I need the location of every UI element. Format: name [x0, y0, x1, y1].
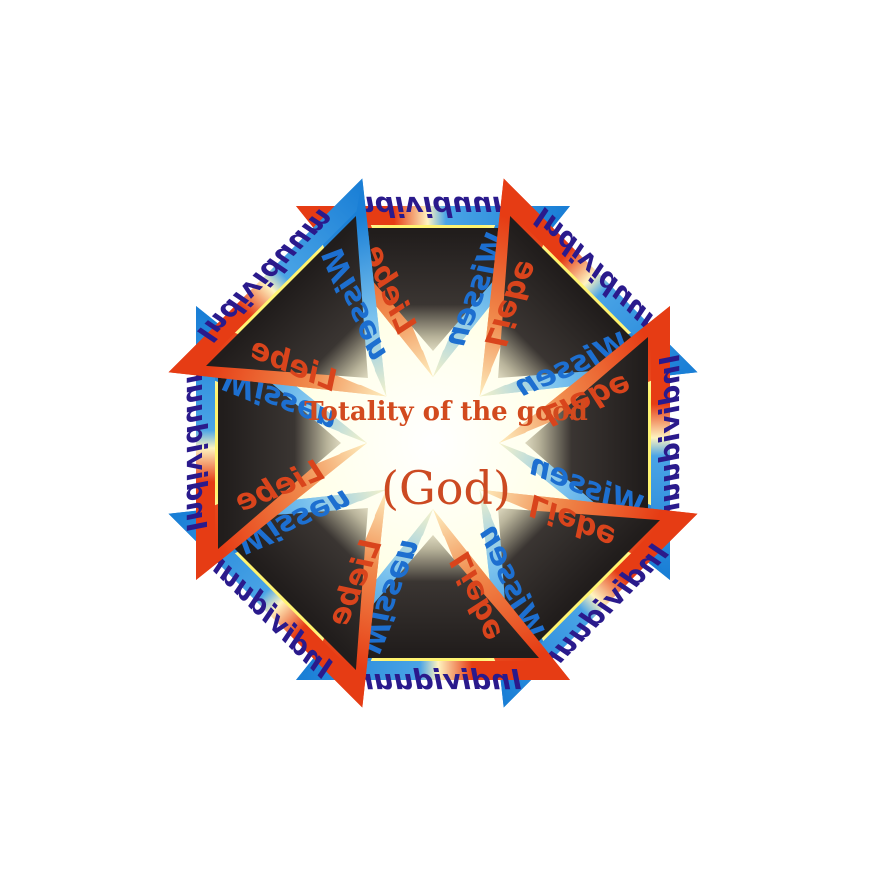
label-individuum: Individuum: [345, 190, 522, 223]
center-god-label: (God): [381, 461, 511, 515]
label-individuum: Individuum: [180, 355, 213, 532]
label-individuum: Individuum: [345, 663, 522, 696]
center-title: Totality of the good: [304, 397, 588, 427]
label-individuum: Individuum: [653, 355, 686, 532]
